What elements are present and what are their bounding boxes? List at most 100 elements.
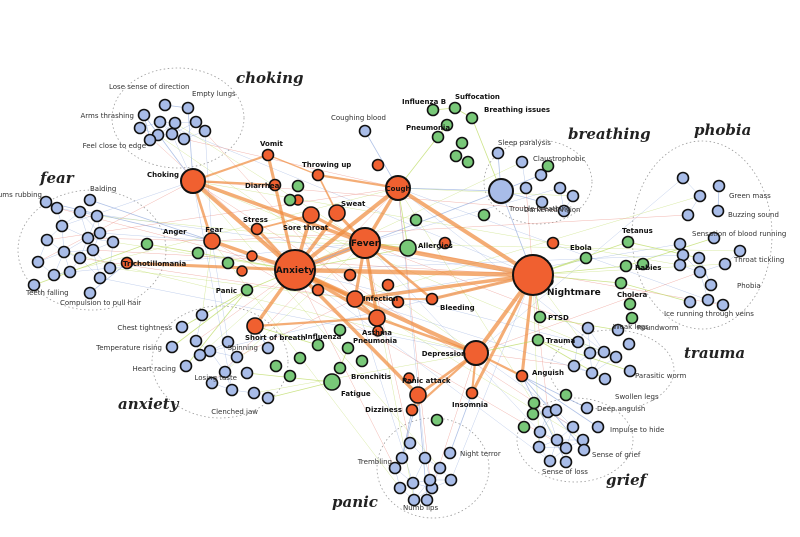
node-cholera [614, 276, 628, 290]
edge-line-56 [199, 269, 296, 356]
edge-fever-choking [192, 179, 366, 245]
node-losesense [158, 98, 172, 112]
node-allergies [399, 239, 417, 257]
node-phobia-10 [733, 244, 747, 258]
label-losesense: Lose sense of direction [109, 83, 189, 91]
node-fear [203, 232, 221, 250]
node-green-3 [461, 155, 475, 169]
edge-line-34 [69, 242, 366, 273]
edge-line-28 [61, 180, 194, 227]
node-phobia-2 [681, 208, 695, 222]
edge-line-73 [450, 274, 534, 481]
edge-anguish-deepanguish [521, 375, 588, 409]
cluster-outline-grief [516, 397, 634, 483]
node-chesttightness [175, 320, 189, 334]
cluster-outline-phobia [631, 140, 773, 330]
edge-line-60 [192, 180, 574, 428]
node-orange-1 [246, 250, 258, 262]
node-buzzingsound [711, 204, 725, 218]
label-troublebreathing: Trouble breathing [508, 205, 570, 213]
cluster-title-fear: fear [39, 169, 75, 187]
node-insomnia [465, 386, 479, 400]
node-sensationblood [707, 231, 721, 245]
label-suffocation: Suffocation [455, 93, 500, 101]
label-choking: Choking [147, 171, 179, 179]
node-choking-6 [189, 115, 203, 129]
edge-stress-sorethroat [256, 214, 312, 230]
label-buzzingsound: Buzzing sound [728, 211, 779, 219]
node-senseloss [559, 455, 573, 469]
node-stress [250, 222, 264, 236]
label-throwingup: Throwing up [302, 161, 351, 169]
node-shortbreath [246, 317, 264, 335]
cluster-title-anxiety: anxiety [118, 395, 180, 413]
label-teethfalling: Teeth falling [25, 289, 69, 297]
label-parasiticworm: Parasitic worm [635, 372, 686, 380]
edge-shortbreath-influenza [254, 325, 319, 346]
label-nightterror: Night terror [460, 450, 501, 458]
label-fever: Fever [351, 239, 380, 249]
node-choking-2 [168, 116, 182, 130]
label-bronchitis: Bronchitis [351, 373, 391, 381]
label-losingtaste: Losing taste [195, 374, 238, 382]
node-pneumonia [440, 118, 454, 132]
node-pneumonia2 [341, 341, 355, 355]
node-cough [385, 175, 411, 201]
node-clenchedjaw [261, 391, 275, 405]
node-choking-0 [133, 121, 147, 135]
edge-shortbreath-asthma [254, 316, 378, 328]
node-green-1 [455, 136, 469, 150]
label-panic: Panic [216, 287, 237, 295]
edge-line-71 [211, 240, 401, 489]
node-gumsrubbing [39, 195, 53, 209]
node-sorethroat [302, 206, 320, 224]
label-tetanus: Tetanus [622, 227, 653, 235]
label-weaklegs: Weak legs [613, 323, 649, 331]
node-trauma [531, 333, 545, 347]
node-ebola [579, 251, 593, 265]
node-green-10 [526, 407, 540, 421]
node-trauma-5 [567, 359, 581, 373]
node-green-6 [283, 369, 297, 383]
node-breathing-0 [515, 155, 529, 169]
node-grief-6 [559, 441, 573, 455]
edge-line-20 [192, 180, 681, 266]
node-phobia-5 [716, 298, 730, 312]
edge-line-44 [192, 180, 617, 358]
label-cough: Cough [386, 185, 411, 193]
edge-line-11 [397, 187, 574, 197]
node-fear-9 [86, 243, 100, 257]
node-nightmare [512, 254, 554, 296]
label-influenza: Influenza [305, 333, 342, 341]
node-grief-1 [533, 425, 547, 439]
cluster-outline-choking [111, 67, 245, 169]
node-anger [140, 237, 154, 251]
edge-insomnia-nightterror [449, 392, 473, 454]
label-chesttightness: Chest tightness [117, 324, 172, 332]
label-armsthrashing: Arms thrashing [81, 112, 135, 120]
node-fear-7 [93, 226, 107, 240]
node-coughingblood [358, 124, 372, 138]
edge-anxiety-anger [146, 243, 296, 271]
node-panic-6 [388, 461, 402, 475]
edge-line-50 [224, 242, 366, 373]
node-choking-4 [165, 127, 179, 141]
node-numblips [420, 493, 434, 507]
edge-line-42 [364, 242, 589, 329]
label-depression: Depression [422, 350, 466, 358]
edge-trich-compulsion [89, 262, 128, 294]
label-nightmare: Nightmare [547, 288, 601, 298]
node-fear-0 [50, 201, 64, 215]
node-parasiticworm [623, 364, 637, 378]
cluster-outline-panic [376, 417, 490, 519]
cluster-titles: choking breathing phobia fear trauma anx… [39, 69, 751, 511]
cluster-outline-anxiety [151, 305, 289, 419]
label-ptsd: PTSD [548, 314, 569, 322]
node-grief-8 [532, 440, 546, 454]
label-insomnia: Insomnia [452, 401, 488, 409]
node-grief-3 [566, 420, 580, 434]
node-g1 [291, 179, 305, 193]
node-trauma-6 [585, 366, 599, 380]
node-sleepparalysis [491, 146, 505, 160]
label-layer: AnxietyNightmareFeverCoughChokingDepress… [0, 83, 786, 512]
